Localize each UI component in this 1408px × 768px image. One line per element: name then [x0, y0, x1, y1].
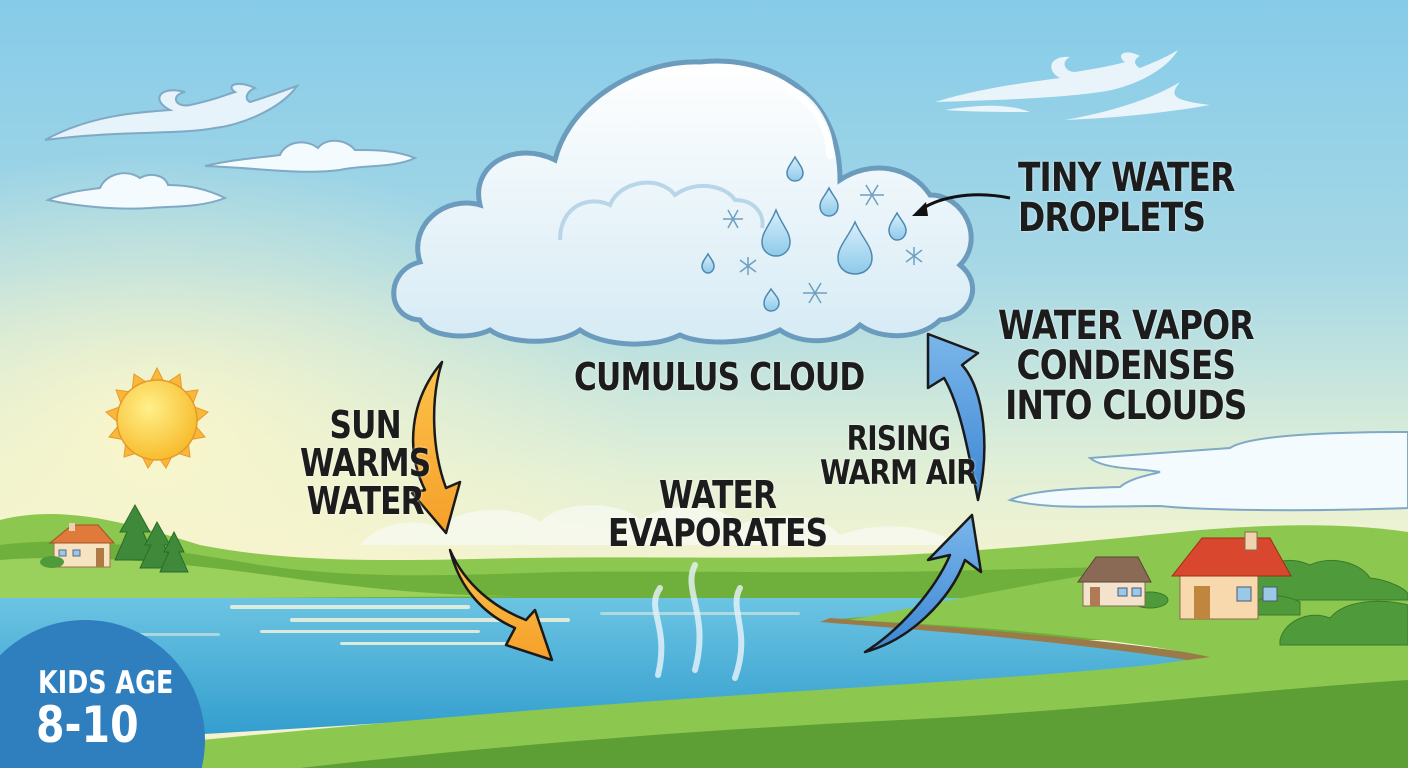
label-line: WARMS: [300, 441, 431, 485]
label-line: TINY WATER: [1018, 155, 1235, 201]
label-water-evaporates: WATER EVAPORATES: [608, 473, 828, 555]
lake: [0, 598, 1215, 745]
wind-swirl-icon: [935, 50, 1210, 120]
snowflake-icon: [723, 184, 923, 304]
bush-icon: [1131, 559, 1408, 646]
label-line: WARM AIR: [820, 453, 978, 493]
label-tiny-droplets: TINY WATER DROPLETS: [1018, 158, 1235, 238]
label-line: RISING: [846, 419, 951, 459]
label-condenses: WATER VAPOR CONDENSES INTO CLOUDS: [998, 303, 1255, 429]
label-rising-warm-air: RISING WARM AIR: [820, 419, 978, 493]
blue-arrow-icon: [926, 332, 986, 502]
house-icon: [1077, 556, 1152, 607]
small-cloud-icon: [44, 139, 418, 210]
label-line: WATER VAPOR: [998, 303, 1255, 349]
label-line: CUMULUS CLOUD: [574, 355, 865, 399]
cumulus-cloud-icon: [391, 58, 975, 347]
label-line: INTO CLOUDS: [1005, 383, 1247, 429]
sun-icon: [105, 366, 209, 469]
label-line: WATER: [306, 479, 425, 523]
orange-arrow-icon: [410, 360, 462, 535]
water-droplet-icon: [701, 155, 907, 312]
age-badge: [0, 620, 205, 768]
blue-arrow-icon: [863, 513, 983, 654]
flat-cloud-icon: [1007, 430, 1408, 512]
wind-swirl-icon: [44, 82, 300, 141]
badge-age-label: KIDS AGE: [38, 665, 174, 701]
house-icon: [40, 523, 116, 568]
badge-age-range: 8-10: [36, 696, 139, 754]
label-line: SUN: [329, 403, 402, 447]
pine-tree-icon: [114, 503, 189, 573]
label-line: CONDENSES: [1016, 343, 1236, 389]
label-line: DROPLETS: [1018, 195, 1206, 241]
steam-icon: [652, 562, 745, 681]
house-icon: [1170, 531, 1292, 620]
label-line: EVAPORATES: [608, 511, 828, 555]
orange-arrow-icon: [448, 548, 554, 662]
label-line: WATER: [659, 473, 777, 517]
label-sun-warms-water: SUN WARMS WATER: [300, 403, 431, 523]
label-cumulus-cloud: CUMULUS CLOUD: [574, 355, 865, 399]
